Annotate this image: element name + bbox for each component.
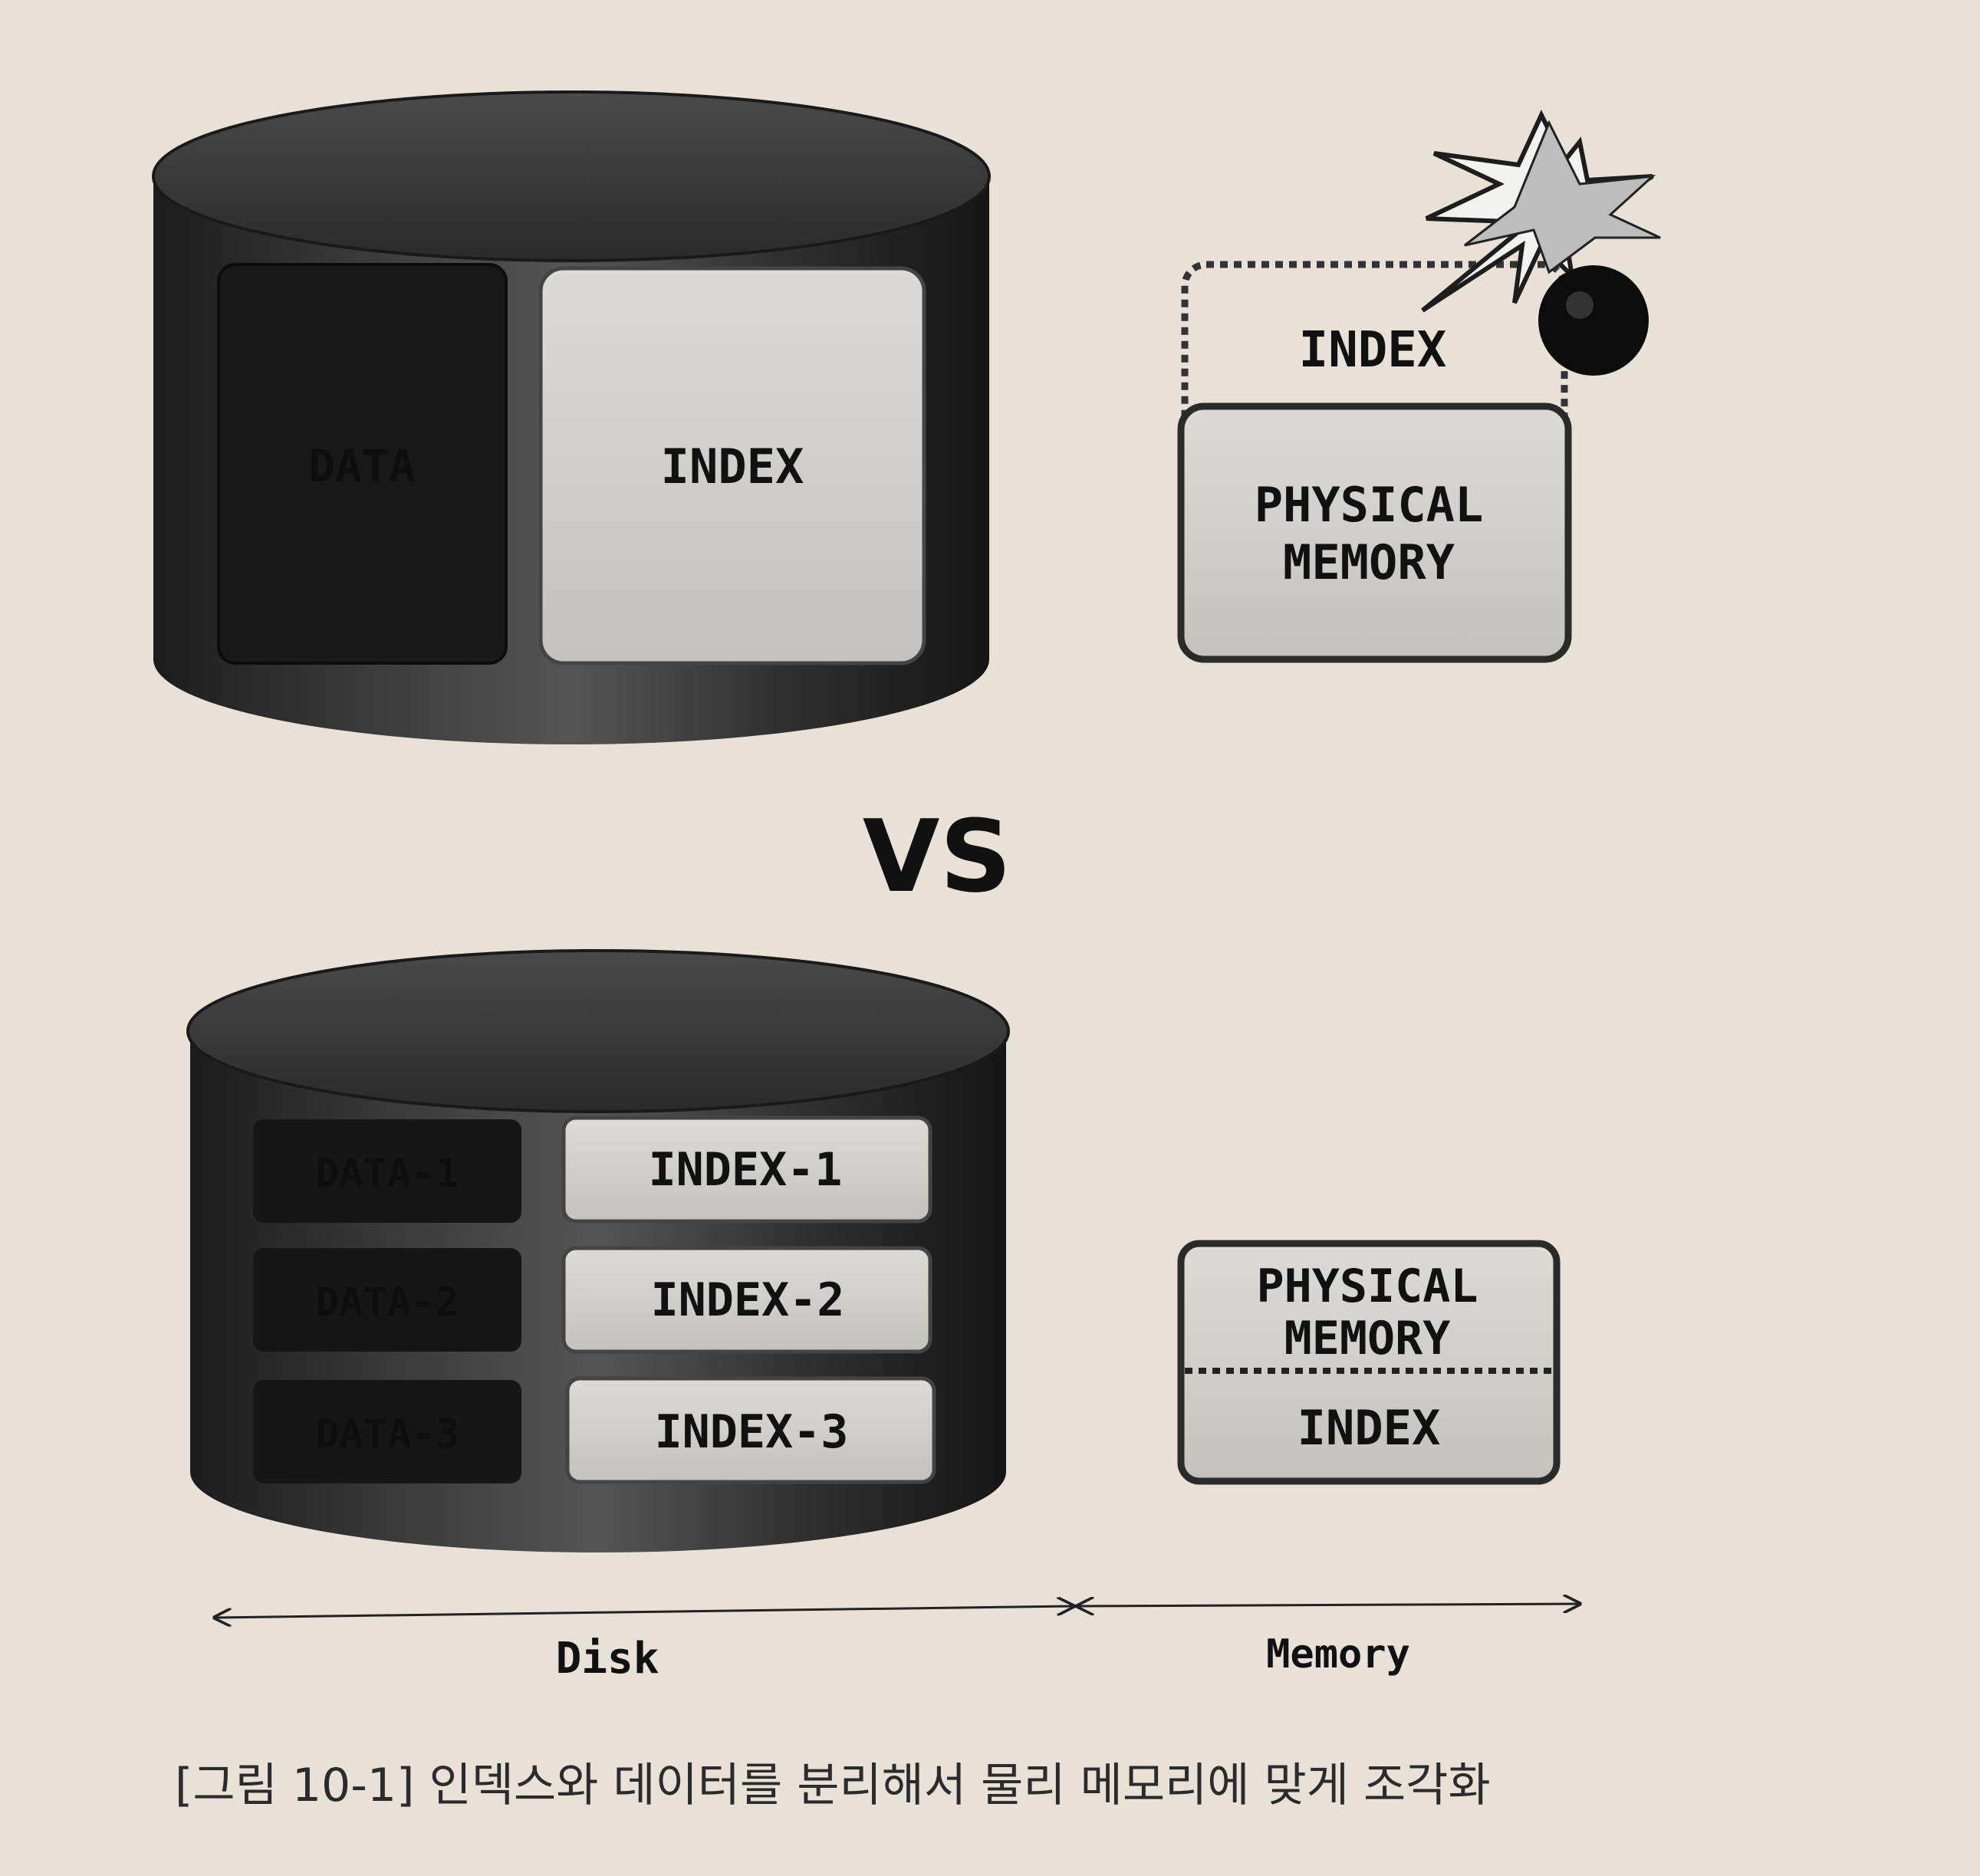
memory-range-arrow [1077,1604,1580,1606]
bomb-icon [1538,265,1649,376]
physical-memory-box-bottom [1177,1240,1561,1485]
disk-range-arrow [215,1606,1074,1618]
index-label-1: INDEX-1 [649,1143,843,1197]
data-block-2 [253,1248,521,1352]
index-label-2: INDEX-2 [651,1273,845,1327]
index-block-1 [561,1115,932,1224]
physical-memory-box [1177,402,1572,663]
index-label-3: INDEX-3 [655,1405,849,1459]
physical-memory-bottom-line1: PHYSICAL [1257,1260,1478,1313]
physical-memory-line2: MEMORY [1283,534,1455,590]
memory-index-label: INDEX [1299,322,1447,379]
memory-bottom: PHYSICAL MEMORY INDEX [1177,1240,1561,1485]
index-label: INDEX [661,439,804,494]
data-label-2: DATA-2 [315,1280,459,1326]
data-block-3 [253,1380,521,1483]
data-block [217,263,508,665]
physical-memory-line1: PHYSICAL [1255,477,1484,533]
disk-cylinder-bottom: DATA-1 DATA-2 DATA-3 INDEX-1 INDEX-2 IND… [186,949,1010,1552]
index-block-3 [565,1376,936,1484]
data-label: DATA [308,440,416,492]
memory-label: Memory [1266,1631,1410,1677]
figure-caption: [그림 10-1] 인덱스와 데이터를 분리해서 물리 메모리에 맞게 조각화 [175,1759,1491,1812]
memory-top: INDEX PHYSICAL MEMORY [1177,110,1661,663]
index-block [538,266,926,665]
memory-bottom-index-label: INDEX [1298,1400,1441,1456]
disk-label: Disk [556,1634,659,1684]
disk-memory-axis: Disk Memory [215,1604,1580,1684]
vs-label: VS [863,798,1011,915]
data-block-1 [253,1119,521,1223]
data-label-3: DATA-3 [315,1411,459,1457]
index-block-2 [561,1246,932,1354]
data-label-1: DATA-1 [315,1151,459,1197]
explosion-icon [1421,110,1661,313]
physical-memory-bottom-line2: MEMORY [1284,1312,1451,1365]
disk-cylinder-top: DATA INDEX [152,90,991,745]
